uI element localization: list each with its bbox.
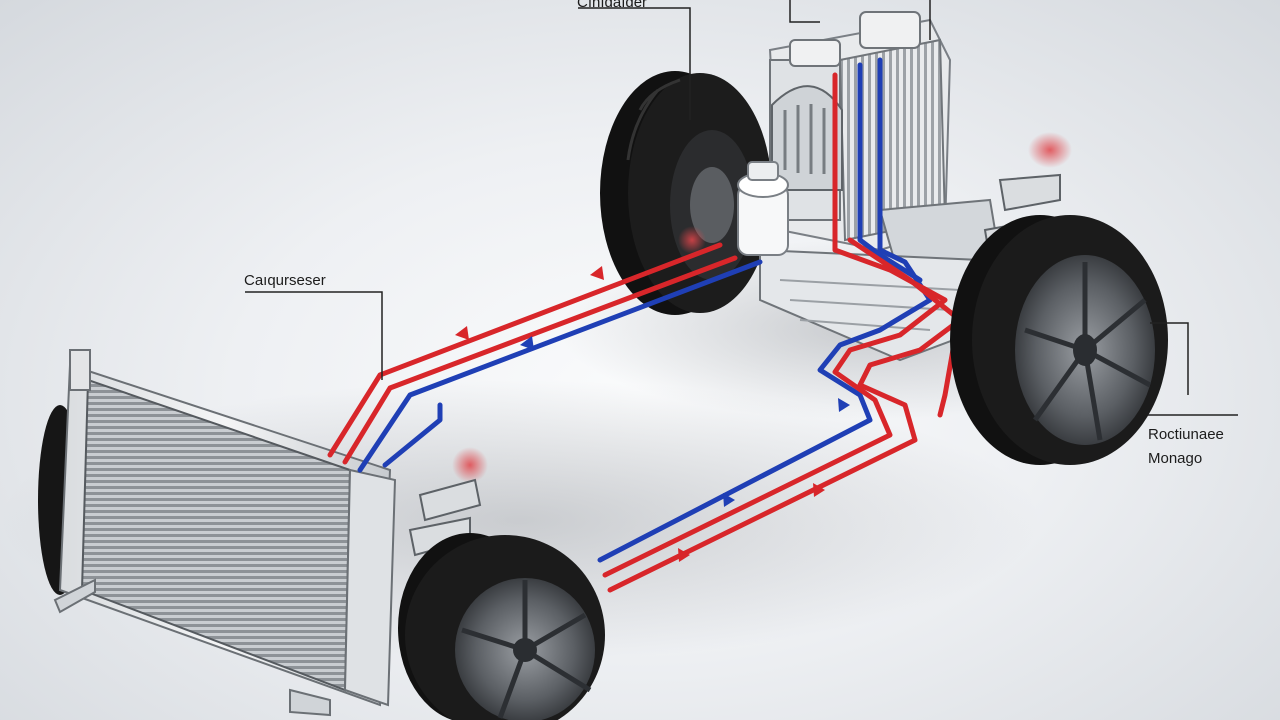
wheel-front-left [398, 533, 605, 720]
heat-puff [678, 226, 706, 254]
leader-line-right [1150, 322, 1189, 395]
flow-arrows [455, 266, 850, 562]
leader-line-top-small [789, 0, 820, 23]
hot-line [602, 72, 948, 578]
leader-line-left [245, 291, 383, 380]
label-left-component: Caıqurseser [244, 272, 326, 289]
heat-puff [452, 447, 488, 483]
leader-line-top [578, 7, 691, 120]
flow-arrow [678, 548, 690, 562]
heat-puff [1028, 132, 1072, 168]
flow-arrow [723, 493, 735, 507]
flow-arrow [838, 398, 850, 412]
hot-line [607, 237, 963, 593]
flow-arrow [455, 326, 469, 340]
refrigerant-lines [327, 57, 963, 593]
cold-line [597, 57, 933, 563]
cold-line [382, 402, 443, 468]
wheel-front-right [950, 215, 1168, 465]
leader-lines [245, 0, 1238, 416]
cold-line [857, 62, 923, 283]
label-right-component-line1: Roctiunaee [1148, 426, 1224, 443]
engine-block [759, 11, 1002, 362]
flow-arrow [590, 266, 604, 280]
label-top-component: Cınıdaıder [577, 0, 648, 11]
hot-line [342, 255, 738, 465]
condenser-radiator [38, 349, 397, 717]
compressor-canister [737, 161, 789, 256]
wheel-rear-left [600, 71, 772, 315]
flow-arrow [520, 336, 534, 350]
hot-line [327, 242, 723, 458]
flow-arrow [813, 483, 825, 497]
label-right-component-line2: Monago [1148, 450, 1203, 467]
cold-line [357, 259, 763, 473]
